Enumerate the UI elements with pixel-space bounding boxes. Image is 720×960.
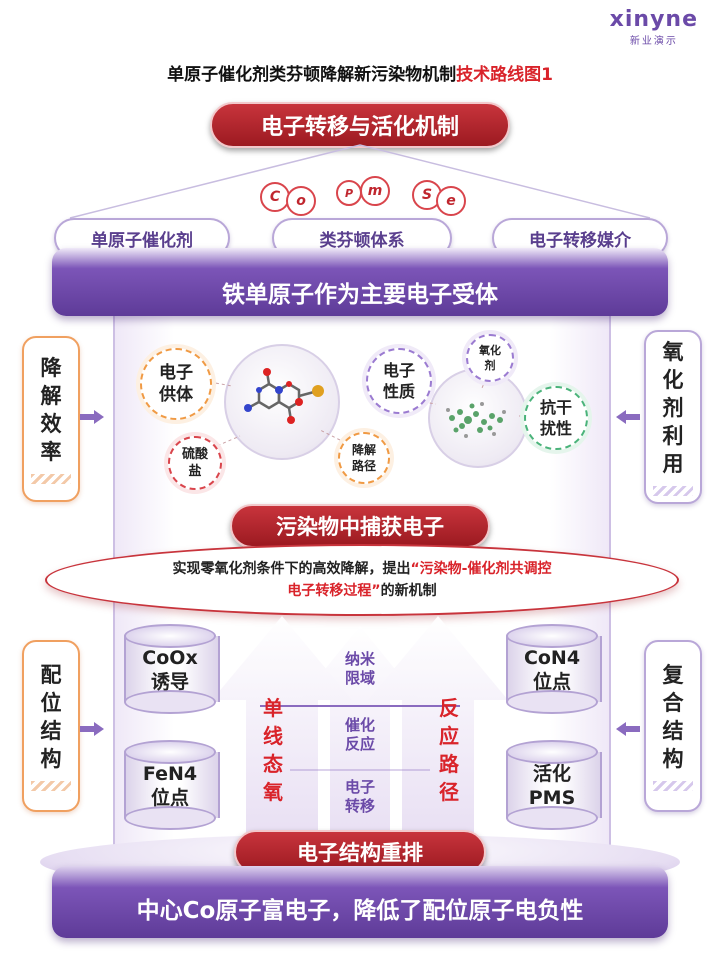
arrow-right-icon	[80, 410, 104, 424]
label-reaction-path: 反 应 路 径	[439, 696, 459, 804]
logo-mark-text: xinyne	[609, 7, 698, 32]
side-box-oxidant-use: 氧 化 剂 利 用	[644, 330, 702, 504]
side-box-efficiency: 降 解 效 率	[22, 336, 80, 502]
catalyst-cluster-icon	[446, 402, 506, 438]
node-electron-property: 电子性质	[366, 348, 432, 414]
title-main: 单原子催化剂类芬顿降解新污染物机制	[167, 65, 457, 85]
catalyst-sphere	[428, 368, 528, 468]
node-degradation-path: 降解路径	[338, 432, 390, 484]
page-title: 单原子催化剂类芬顿降解新污染物机制技术路线图1	[0, 60, 720, 85]
wave-decoration	[31, 474, 71, 484]
wave-decoration	[653, 486, 693, 496]
brand-logo: xinyne 新业演示	[610, 8, 698, 48]
band-top: 铁单原子作为主要电子受体	[52, 248, 668, 316]
element-e: e	[436, 186, 466, 216]
label-singlet-oxygen: 单 线 态 氧	[263, 696, 283, 804]
element-c: C	[260, 182, 290, 212]
arrow-left-icon	[616, 410, 640, 424]
molecule-sphere	[224, 344, 340, 460]
element-o: o	[286, 186, 316, 216]
label-nano-confinement: 纳米限域	[344, 650, 375, 687]
side-box-coordination: 配 位 结 构	[22, 640, 80, 812]
node-anti-interference: 抗干扰性	[524, 386, 588, 450]
label-electron-transfer: 电子转移	[344, 778, 375, 815]
title-highlight: 技术路线图1	[456, 65, 553, 85]
logo-mark: xinyne	[610, 8, 698, 32]
wave-decoration	[653, 781, 693, 791]
banner-triangle	[69, 144, 651, 219]
side-box-composite: 复 合 结 构	[644, 640, 702, 812]
element-m: m	[360, 176, 390, 206]
band-bottom: 中心Co原子富电子，降低了配位原子电负性	[52, 866, 668, 938]
label-catalytic-reaction: 催化反应	[344, 716, 375, 753]
arrow-right-icon	[80, 722, 104, 736]
band-bottom-text: 中心Co原子富电子，降低了配位原子电负性	[136, 898, 584, 924]
molecule-structure-icon	[244, 368, 324, 424]
wave-decoration	[31, 781, 71, 791]
statement-ellipse: 实现零氧化剂条件下的高效降解，提出“污染物-催化剂共调控 电子转移过程”的新机制	[45, 544, 679, 616]
logo-sub: 新业演示	[629, 36, 678, 47]
statement-line1: 实现零氧化剂条件下的高效降解，提出“污染物-催化剂共调控	[172, 561, 552, 577]
arrow-left-icon	[616, 722, 640, 736]
band-top-text: 铁单原子作为主要电子受体	[222, 282, 498, 308]
node-electron-donor: 电子供体	[140, 348, 212, 420]
node-sulfate: 硫酸盐	[168, 436, 222, 490]
top-banner-text: 电子转移与活化机制	[260, 115, 459, 140]
upward-arrows	[212, 616, 508, 836]
statement-line2: 电子转移过程”的新机制	[287, 583, 437, 599]
top-banner: 电子转移与活化机制	[210, 102, 510, 148]
element-p: P	[336, 180, 362, 206]
node-oxidant: 氧化剂	[466, 334, 514, 382]
